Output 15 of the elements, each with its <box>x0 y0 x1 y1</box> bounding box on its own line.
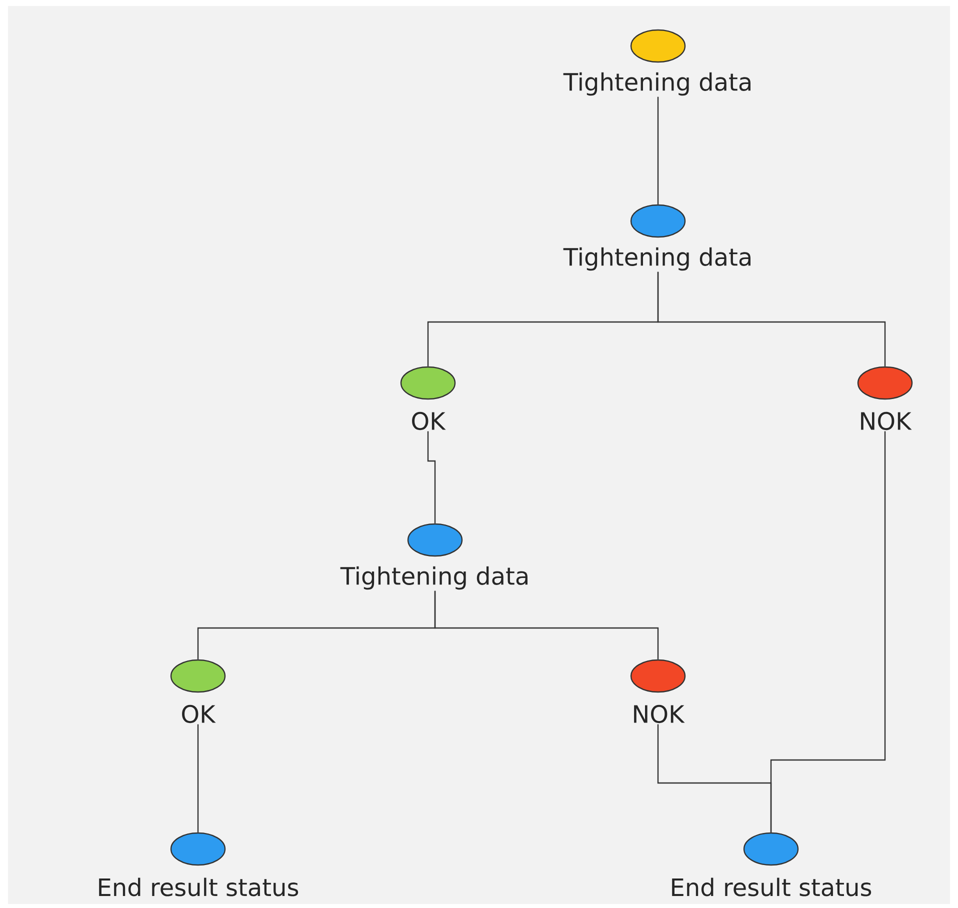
connector-line <box>770 431 886 832</box>
connector-line <box>657 96 659 204</box>
connector-line <box>657 272 886 366</box>
node-label: Tightening data <box>563 247 750 271</box>
connector-line <box>434 590 659 660</box>
node-label: Tightening data <box>563 72 750 96</box>
connector-line <box>197 724 199 832</box>
node-label: Tightening data <box>340 566 528 590</box>
node-label: End result status <box>672 878 872 896</box>
node-label: End result status <box>99 878 298 896</box>
node-label: OK <box>412 412 446 430</box>
node-label: OK <box>182 704 216 724</box>
connector-line <box>427 431 436 524</box>
node-label: NOK <box>861 412 912 430</box>
node-label: NOK <box>634 704 685 724</box>
